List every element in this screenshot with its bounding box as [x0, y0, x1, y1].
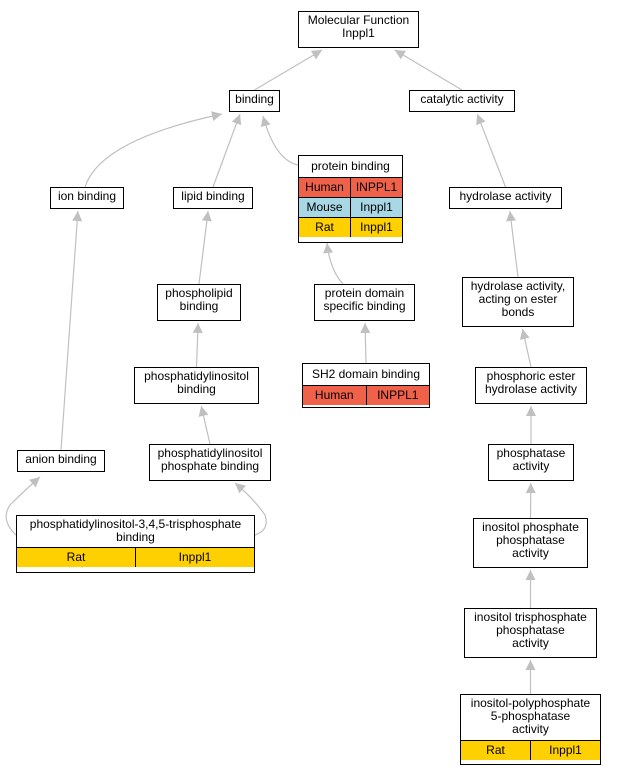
- node-inositol-phosphate-phosphatase[interactable]: inositol phosphate phosphatase activity: [473, 518, 588, 568]
- node-molecular-function[interactable]: Molecular Function Inppl1: [298, 11, 419, 48]
- species-row-mouse: Mouse Inppl1: [299, 197, 402, 217]
- node-anion-binding[interactable]: anion binding: [17, 450, 105, 472]
- edge-hydrolase-to-catalytic: [476, 113, 507, 188]
- edge-pip3-to-pip: [234, 482, 267, 536]
- node-pip3-binding[interactable]: phosphatidylinositol-3,4,5-trisphosphate…: [16, 515, 255, 573]
- arrowhead-ion-to-binding: [211, 111, 222, 121]
- gene-cell: INPPL1: [350, 178, 402, 197]
- node-inositol-polyphosphate-5-phosphatase[interactable]: inositol-polyphosphate 5-phosphatase act…: [460, 694, 601, 765]
- node-label: anion binding: [25, 452, 97, 466]
- species-cell: Rat: [299, 218, 350, 237]
- node-label: phosphoric ester hydrolase activity: [484, 369, 578, 396]
- edge-catalytic-to-mf: [394, 49, 463, 91]
- arrowhead-itp-to-ipp: [525, 570, 536, 580]
- node-phosphoric-ester-hydrolase[interactable]: phosphoric ester hydrolase activity: [475, 367, 587, 404]
- node-label: lipid binding: [181, 189, 245, 203]
- edge-binding-to-mf: [254, 49, 323, 91]
- arrowhead-anion-to-ion: [72, 211, 83, 222]
- edge-anion-to-ion: [60, 210, 79, 451]
- arrowhead-hydro_ester-to-hydrolase: [506, 211, 517, 222]
- arrowhead-protein-to-binding: [260, 116, 271, 127]
- species-cell: Mouse: [299, 198, 350, 217]
- node-label: hydrolase activity: [459, 189, 552, 203]
- gene-cell: Inppl1: [530, 741, 600, 760]
- node-hydrolase-activity-ester-bonds[interactable]: hydrolase activity, acting on ester bond…: [462, 277, 574, 327]
- node-protein-domain-specific-binding[interactable]: protein domain specific binding: [314, 284, 415, 321]
- species-cell: Human: [299, 178, 350, 197]
- arrowhead-pip3-to-pip: [235, 483, 246, 494]
- arrowhead-catalytic-to-mf: [394, 50, 406, 60]
- arrowhead-ipp-to-phosphatase: [525, 483, 536, 494]
- node-ion-binding[interactable]: ion binding: [50, 187, 124, 209]
- edge-pip3-to-anion: [5, 476, 41, 536]
- node-label: phosphatidylinositol phosphate binding: [157, 446, 263, 473]
- arrowhead-pip3-to-anion: [29, 477, 40, 488]
- species-row-rat: Rat Inppl1: [461, 740, 600, 760]
- node-hydrolase-activity[interactable]: hydrolase activity: [449, 187, 562, 209]
- species-row-rat: Rat Inppl1: [17, 547, 254, 567]
- node-label: phospholipid binding: [165, 286, 233, 313]
- node-sh2-domain-binding[interactable]: SH2 domain binding Human INPPL1: [302, 363, 430, 408]
- node-binding[interactable]: binding: [229, 90, 280, 112]
- species-cell: Rat: [17, 548, 135, 567]
- species-cell: Human: [303, 386, 366, 405]
- node-label: protein domain specific binding: [323, 286, 406, 313]
- species-row-human: Human INPPL1: [299, 177, 402, 197]
- node-label: Molecular Function Inppl1: [307, 13, 410, 40]
- node-label: SH2 domain binding: [311, 367, 421, 381]
- gene-cell: Inppl1: [350, 198, 402, 217]
- node-label: phosphatidylinositol binding: [144, 369, 249, 396]
- arrowhead-lipid-to-binding: [231, 114, 242, 126]
- node-label: binding: [235, 92, 274, 106]
- node-protein-binding[interactable]: protein binding Human INPPL1 Mouse Inppl…: [298, 155, 403, 243]
- node-phosphatidylinositol-phosphate-binding[interactable]: phosphatidylinositol phosphate binding: [149, 444, 271, 481]
- node-label: phosphatase activity: [496, 446, 566, 473]
- node-phosphatidylinositol-binding[interactable]: phosphatidylinositol binding: [134, 367, 259, 404]
- edge-lipid-to-binding: [212, 113, 241, 188]
- node-catalytic-activity[interactable]: catalytic activity: [409, 90, 515, 112]
- arrowhead-phosphatase-to-pe_hydro: [526, 406, 536, 416]
- node-label: inositol-polyphosphate 5-phosphatase act…: [470, 696, 591, 736]
- arrowhead-pe_hydro-to-hydro_ester: [519, 329, 530, 340]
- arrowhead-pip-to-pi: [198, 406, 209, 417]
- node-label: phosphatidylinositol-3,4,5-trisphosphate…: [29, 517, 242, 544]
- edge-phospholipid-to-lipid: [198, 210, 209, 285]
- arrowhead-binding-to-mf: [310, 50, 323, 60]
- node-lipid-binding[interactable]: lipid binding: [173, 187, 253, 209]
- edge-hydro_ester-to-hydrolase: [509, 210, 519, 278]
- gene-cell: Inppl1: [350, 218, 402, 237]
- node-label: ion binding: [57, 189, 117, 203]
- species-cell: Rat: [461, 741, 530, 760]
- node-label: inositol phosphate phosphatase activity: [482, 520, 579, 560]
- node-label: catalytic activity: [420, 92, 504, 106]
- species-row-human: Human INPPL1: [303, 385, 429, 405]
- node-label: protein binding: [311, 159, 390, 173]
- arrowhead-pi-to-phospholipid: [192, 323, 203, 334]
- node-inositol-trisphosphate-phosphatase[interactable]: inositol trisphosphate phosphatase activ…: [464, 608, 597, 658]
- node-phospholipid-binding[interactable]: phospholipid binding: [157, 284, 241, 321]
- arrowhead-ipp5-to-itp: [525, 660, 536, 670]
- arrowhead-sh2-to-pdsb: [360, 323, 371, 334]
- node-label: inositol trisphosphate phosphatase activ…: [474, 610, 587, 650]
- edge-ion-to-binding: [84, 113, 223, 188]
- gene-cell: INPPL1: [365, 386, 429, 405]
- arrowhead-hydrolase-to-catalytic: [476, 114, 486, 126]
- node-phosphatase-activity[interactable]: phosphatase activity: [488, 444, 574, 481]
- gene-cell: Inppl1: [135, 548, 254, 567]
- node-label: hydrolase activity, acting on ester bond…: [470, 279, 566, 319]
- arrowhead-phospholipid-to-lipid: [201, 211, 212, 222]
- arrowhead-pdsb-to-protein: [323, 243, 334, 254]
- species-row-rat: Rat Inppl1: [299, 217, 402, 237]
